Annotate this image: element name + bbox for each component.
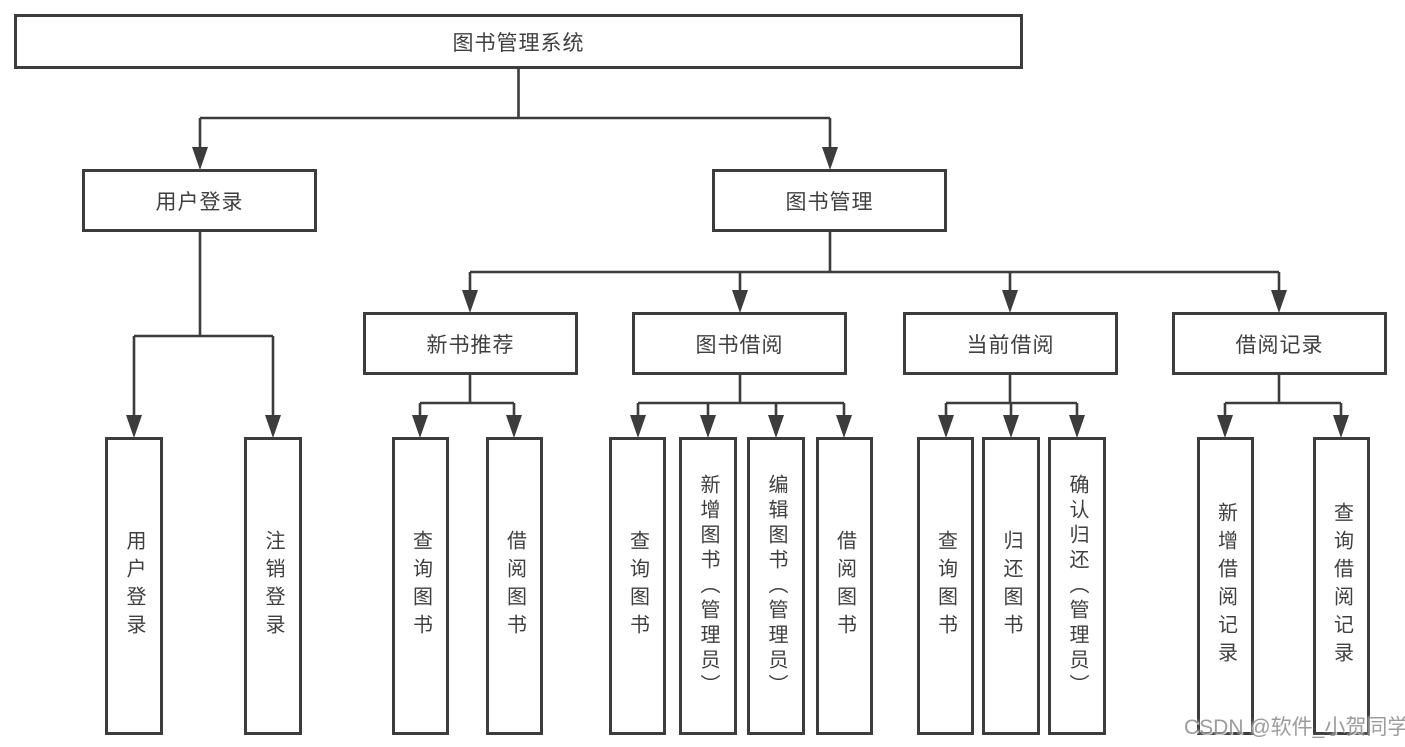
- csdn-watermark: CSDN @软件_小贺同学: [1184, 716, 1405, 739]
- leaf-br-add-record: 新增借阅记录: [1197, 437, 1254, 735]
- node-current-borrowing: 当前借阅: [903, 312, 1118, 375]
- leaf-bb-borrow-books: 借阅图书: [816, 437, 873, 735]
- node-book-borrowing-label: 图书借阅: [695, 333, 784, 357]
- leaf-user-login-label: 用户登录: [123, 530, 145, 642]
- node-system-root-label: 图书管理系统: [452, 31, 585, 55]
- leaf-bb-add-books-admin: 新增图书（管理员）: [679, 437, 737, 735]
- node-book-management: 图书管理: [712, 169, 947, 232]
- leaf-cb-query-books: 查询图书: [917, 437, 974, 735]
- leaf-cb-query-books-label: 查询图书: [934, 530, 957, 642]
- node-current-borrowing-label: 当前借阅: [966, 333, 1055, 357]
- node-user-login-label: 用户登录: [155, 190, 244, 214]
- leaf-bb-add-books-admin-label: 新增图书（管理员）: [697, 473, 719, 699]
- leaf-user-login: 用户登录: [105, 437, 163, 735]
- leaf-nbr-borrow-books: 借阅图书: [486, 437, 543, 735]
- leaf-cb-confirm-return-admin: 确认归还（管理员）: [1048, 437, 1106, 735]
- node-borrow-records: 借阅记录: [1172, 312, 1387, 375]
- leaf-nbr-query-books: 查询图书: [392, 437, 449, 735]
- leaf-bb-edit-books-admin-label: 编辑图书（管理员）: [765, 473, 787, 699]
- leaf-bb-query-books: 查询图书: [609, 437, 666, 735]
- leaf-cb-confirm-return-admin-label: 确认归还（管理员）: [1066, 473, 1088, 699]
- leaf-nbr-query-books-label: 查询图书: [409, 530, 432, 642]
- leaf-logout: 注销登录: [244, 437, 302, 735]
- leaf-bb-borrow-books-label: 借阅图书: [833, 530, 856, 642]
- leaf-br-query-record-label: 查询借阅记录: [1330, 502, 1353, 670]
- node-new-book-recommend: 新书推荐: [363, 312, 578, 375]
- leaf-cb-return-books: 归还图书: [982, 437, 1040, 735]
- leaf-cb-return-books-label: 归还图书: [1000, 530, 1022, 642]
- node-book-management-label: 图书管理: [785, 190, 874, 214]
- node-new-book-recommend-label: 新书推荐: [426, 333, 515, 357]
- node-user-login: 用户登录: [82, 169, 317, 232]
- leaf-logout-label: 注销登录: [262, 530, 284, 642]
- node-book-borrowing: 图书借阅: [632, 312, 847, 375]
- node-system-root: 图书管理系统: [14, 14, 1023, 69]
- leaf-br-add-record-label: 新增借阅记录: [1214, 502, 1237, 670]
- leaf-nbr-borrow-books-label: 借阅图书: [503, 530, 526, 642]
- leaf-br-query-record: 查询借阅记录: [1313, 437, 1370, 735]
- leaf-bb-edit-books-admin: 编辑图书（管理员）: [747, 437, 805, 735]
- leaf-bb-query-books-label: 查询图书: [626, 530, 649, 642]
- node-borrow-records-label: 借阅记录: [1235, 333, 1324, 357]
